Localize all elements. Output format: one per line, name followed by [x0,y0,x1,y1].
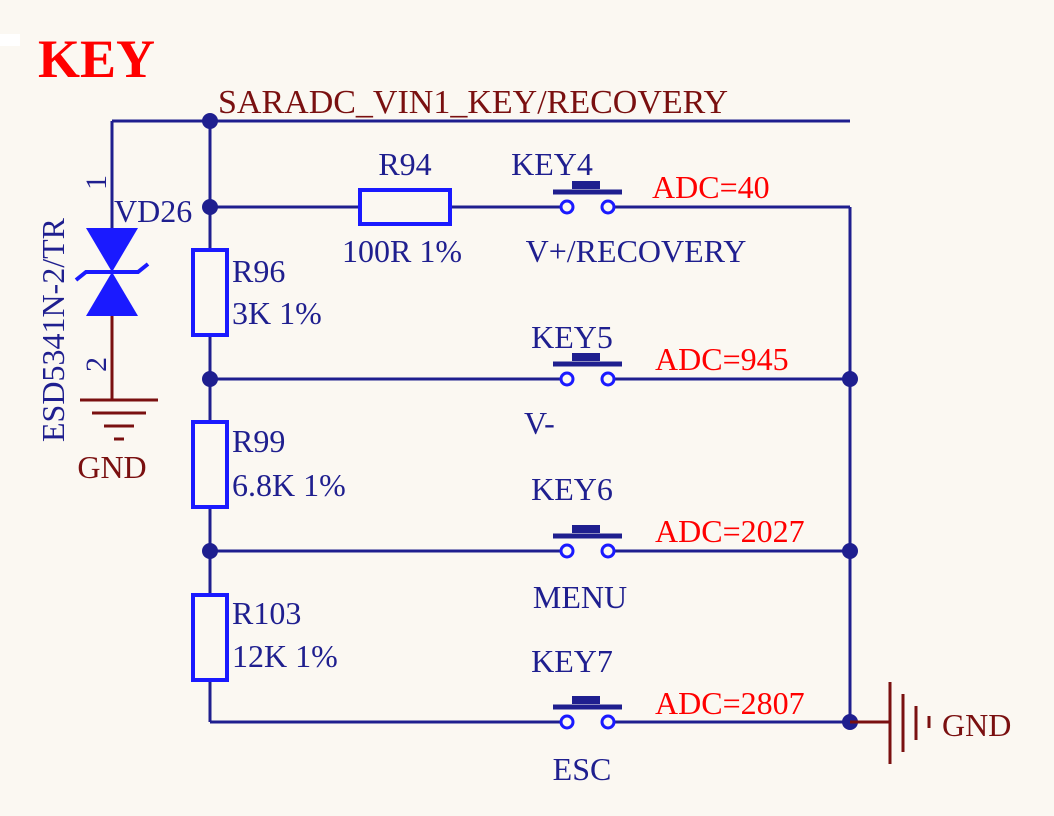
junction-dot [202,199,218,215]
diode-gnd-label: GND [77,449,146,485]
tvs-diode-icon [74,228,150,316]
junction-dot [202,113,218,129]
net-label: SARADC_VIN1_KEY/RECOVERY [218,84,728,121]
diode-pin-2: 2 [80,357,113,372]
key7-switch-icon [553,696,622,730]
key5-switch-icon [553,353,622,387]
junction-dot [842,371,858,387]
diode-pin-1: 1 [80,175,113,190]
key5-adc-label: ADC=945 [655,341,789,377]
resistor-r103-ref: R103 [232,595,301,631]
corner-marker [0,34,20,46]
resistor-r96-ref: R96 [232,253,285,289]
key4-adc-label: ADC=40 [652,169,770,205]
resistor-r94-icon [358,188,452,226]
right-gnd-label: GND [942,707,1011,743]
key6-switch-icon [553,525,622,559]
resistor-r99-icon [191,420,229,509]
key4-ref: KEY4 [511,146,593,182]
resistor-r99-value: 6.8K 1% [232,467,346,503]
gnd-icon [80,398,158,441]
resistor-r99-ref: R99 [232,423,285,459]
key6-adc-label: ADC=2027 [655,513,805,549]
key6-function: MENU [533,579,627,615]
page-title: KEY [38,29,155,89]
diode-part-number: ESD5341N-2/TR [35,217,71,442]
resistor-r103-value: 12K 1% [232,638,338,674]
junction-dot [842,543,858,559]
key4-switch-icon [553,181,622,215]
diode-designator: VD26 [114,193,192,229]
resistor-r103-icon [191,593,229,682]
key5-ref: KEY5 [531,319,613,355]
resistor-r96-icon [191,248,229,337]
resistor-r94-value: 100R 1% [342,233,462,269]
junction-dot [202,371,218,387]
junction-dot [202,543,218,559]
resistor-r94-ref: R94 [378,146,431,182]
key7-adc-label: ADC=2807 [655,685,805,721]
wires [110,119,852,724]
right-gnd-icon [888,682,931,764]
resistor-r96-value: 3K 1% [232,295,322,331]
key7-ref: KEY7 [531,643,613,679]
key5-function: V- [524,405,555,441]
key6-ref: KEY6 [531,471,613,507]
key7-function: ESC [553,751,612,787]
key4-function: V+/RECOVERY [526,233,747,269]
